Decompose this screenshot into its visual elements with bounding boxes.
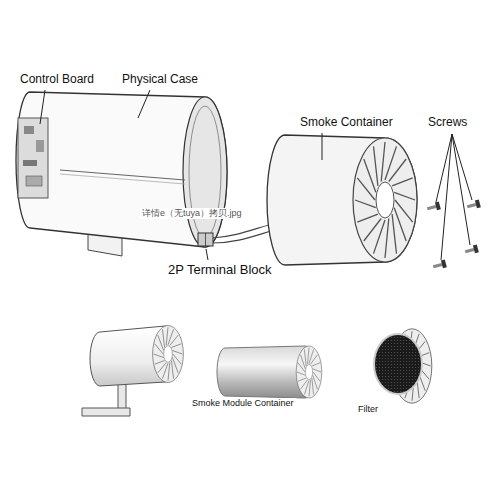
part-label: Smoke Module Container — [190, 398, 296, 409]
part-label: Physical Case — [122, 72, 198, 86]
part-label: 2P Terminal Block — [168, 262, 272, 278]
board-component — [24, 126, 34, 134]
leader-line — [206, 249, 208, 260]
board-component — [23, 160, 37, 166]
physical-case — [16, 92, 227, 256]
part-label: Screws — [428, 115, 467, 129]
leader-line — [40, 90, 45, 124]
terminal-divider — [205, 233, 206, 246]
screw — [464, 245, 479, 256]
part-label: Filter — [356, 404, 380, 415]
leader-lines — [40, 90, 472, 260]
control-board — [18, 118, 48, 198]
smoke-container — [267, 135, 417, 265]
board-component — [26, 176, 42, 186]
leader-line — [322, 133, 323, 160]
case-slot — [60, 170, 185, 180]
leader-line — [452, 134, 472, 200]
leader-line — [452, 134, 470, 245]
screw — [466, 200, 481, 211]
part-label: Control Board — [20, 72, 94, 86]
terminal-block-body — [198, 233, 213, 246]
housing-fins — [153, 325, 184, 382]
screws — [426, 200, 481, 271]
filter-mesh — [374, 334, 422, 394]
leader-line — [138, 90, 150, 118]
case-opening — [183, 97, 227, 247]
circuit-board — [18, 118, 48, 198]
module-fins — [296, 346, 322, 398]
assembled-unit — [82, 325, 183, 416]
leader-line — [441, 134, 452, 260]
screw — [426, 202, 441, 213]
container-body — [267, 135, 417, 265]
case-body — [16, 92, 227, 247]
screw — [432, 260, 447, 271]
container-fins — [353, 138, 417, 262]
watermark: 详情e（无tuya）拷贝.jpg — [140, 208, 244, 219]
filter — [374, 329, 432, 403]
smoke-module-container — [217, 346, 322, 398]
bracket-foot — [82, 408, 130, 416]
part-label: Smoke Container — [300, 115, 393, 129]
leader-line — [436, 134, 452, 202]
board-component — [36, 140, 44, 152]
case-slot — [60, 174, 185, 184]
